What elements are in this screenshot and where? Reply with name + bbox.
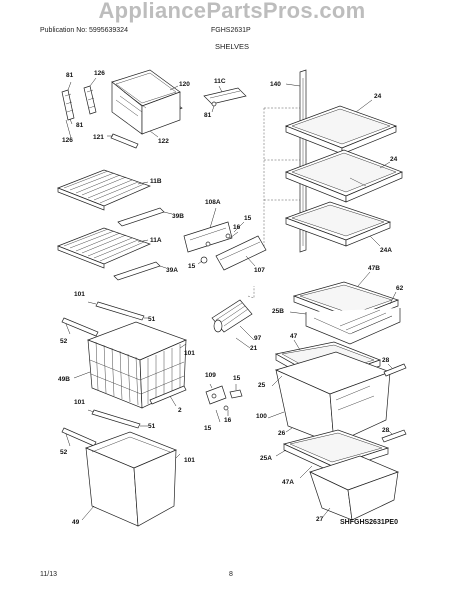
label-39a: 39A (166, 267, 178, 274)
crisper-drawer-27 (309, 455, 399, 521)
label-101-b: 101 (184, 350, 195, 357)
label-15-c: 15 (233, 375, 241, 382)
label-108a: 108A (205, 199, 221, 206)
watermark: AppliancePartsPros.com (98, 0, 366, 23)
label-107: 107 (254, 267, 265, 274)
label-62: 62 (396, 285, 404, 292)
label-81-b: 81 (76, 122, 84, 129)
wire-shelf-11b (57, 169, 151, 211)
cover-107 (215, 235, 267, 271)
label-15-d: 15 (204, 425, 212, 432)
label-15-a: 15 (244, 215, 252, 222)
rail-51-upper (87, 301, 148, 321)
page-number: 8 (229, 571, 233, 578)
label-28-b: 28 (382, 427, 390, 434)
label-49b: 49B (58, 376, 70, 383)
pan-62 (289, 291, 401, 345)
rail-11c (203, 85, 247, 113)
label-101-c: 101 (74, 399, 85, 406)
label-47b: 47B (368, 265, 380, 272)
footer-date: 11/13 (40, 571, 57, 578)
label-11c: 11C (214, 78, 226, 85)
label-126: 126 (94, 70, 105, 77)
label-49: 49 (72, 519, 80, 526)
rail-52-lower (61, 427, 97, 447)
label-25b: 25B (272, 308, 284, 315)
slide-28-upper (383, 363, 407, 377)
glass-shelf-24-top (285, 99, 397, 155)
trim-39b (117, 207, 173, 227)
model-number: FGHS2631P (211, 27, 251, 34)
label-81: 81 (66, 72, 74, 79)
label-47: 47 (290, 333, 298, 340)
label-51-a: 51 (148, 316, 156, 323)
slide-28-lower (381, 429, 407, 443)
label-47a: 47A (282, 479, 294, 486)
label-39b: 39B (172, 213, 184, 220)
label-11a: 11A (150, 237, 162, 244)
trim-39a (113, 261, 167, 281)
label-16-b: 16 (224, 417, 232, 424)
label-52-a: 52 (60, 338, 68, 345)
label-16-a: 16 (233, 224, 241, 231)
publication-number: Publication No: 5995639324 (40, 27, 128, 34)
label-27: 27 (316, 516, 324, 523)
label-101-d: 101 (184, 457, 195, 464)
label-26: 26 (278, 430, 286, 437)
glass-shelf-24a (284, 201, 392, 247)
label-25: 25 (258, 382, 266, 389)
label-15-b: 15 (188, 263, 196, 270)
label-126-b: 126 (62, 137, 73, 144)
wire-shelf-11a (57, 227, 151, 269)
rail-51-lower (87, 409, 148, 429)
label-101-a: 101 (74, 291, 85, 298)
label-121: 121 (93, 134, 104, 141)
part-109 (205, 383, 243, 423)
shelf-rail-140 (263, 69, 307, 253)
label-122: 122 (158, 138, 169, 145)
section-title: SHELVES (214, 42, 250, 51)
label-100: 100 (256, 413, 267, 420)
label-52-b: 52 (60, 449, 68, 456)
label-11b: 11B (150, 178, 162, 185)
label-140: 140 (270, 81, 281, 88)
figure-id: SHFGHS2631PE0 (340, 519, 398, 526)
deli-pan-120 (111, 69, 181, 135)
label-24-mid: 24 (390, 156, 398, 163)
part-97 (211, 286, 255, 349)
freezer-basket-49b (73, 321, 187, 409)
label-24a: 24A (380, 247, 392, 254)
label-109: 109 (205, 372, 216, 379)
glass-shelf-24-mid (285, 149, 403, 203)
label-97: 97 (254, 335, 262, 342)
label-24-top: 24 (374, 93, 382, 100)
label-28-a: 28 (382, 357, 390, 364)
control-housing-108a (183, 207, 245, 265)
crisper-drawer-100 (267, 351, 392, 445)
label-2: 2 (178, 407, 182, 414)
label-25a: 25A (260, 455, 272, 462)
label-120: 120 (179, 81, 190, 88)
label-21: 21 (250, 345, 258, 352)
trim-2 (149, 385, 187, 407)
rail-52-upper (61, 317, 99, 337)
label-51-b: 51 (148, 423, 156, 430)
freezer-bin-49 (81, 431, 181, 527)
label-81-c: 81 (204, 112, 212, 119)
